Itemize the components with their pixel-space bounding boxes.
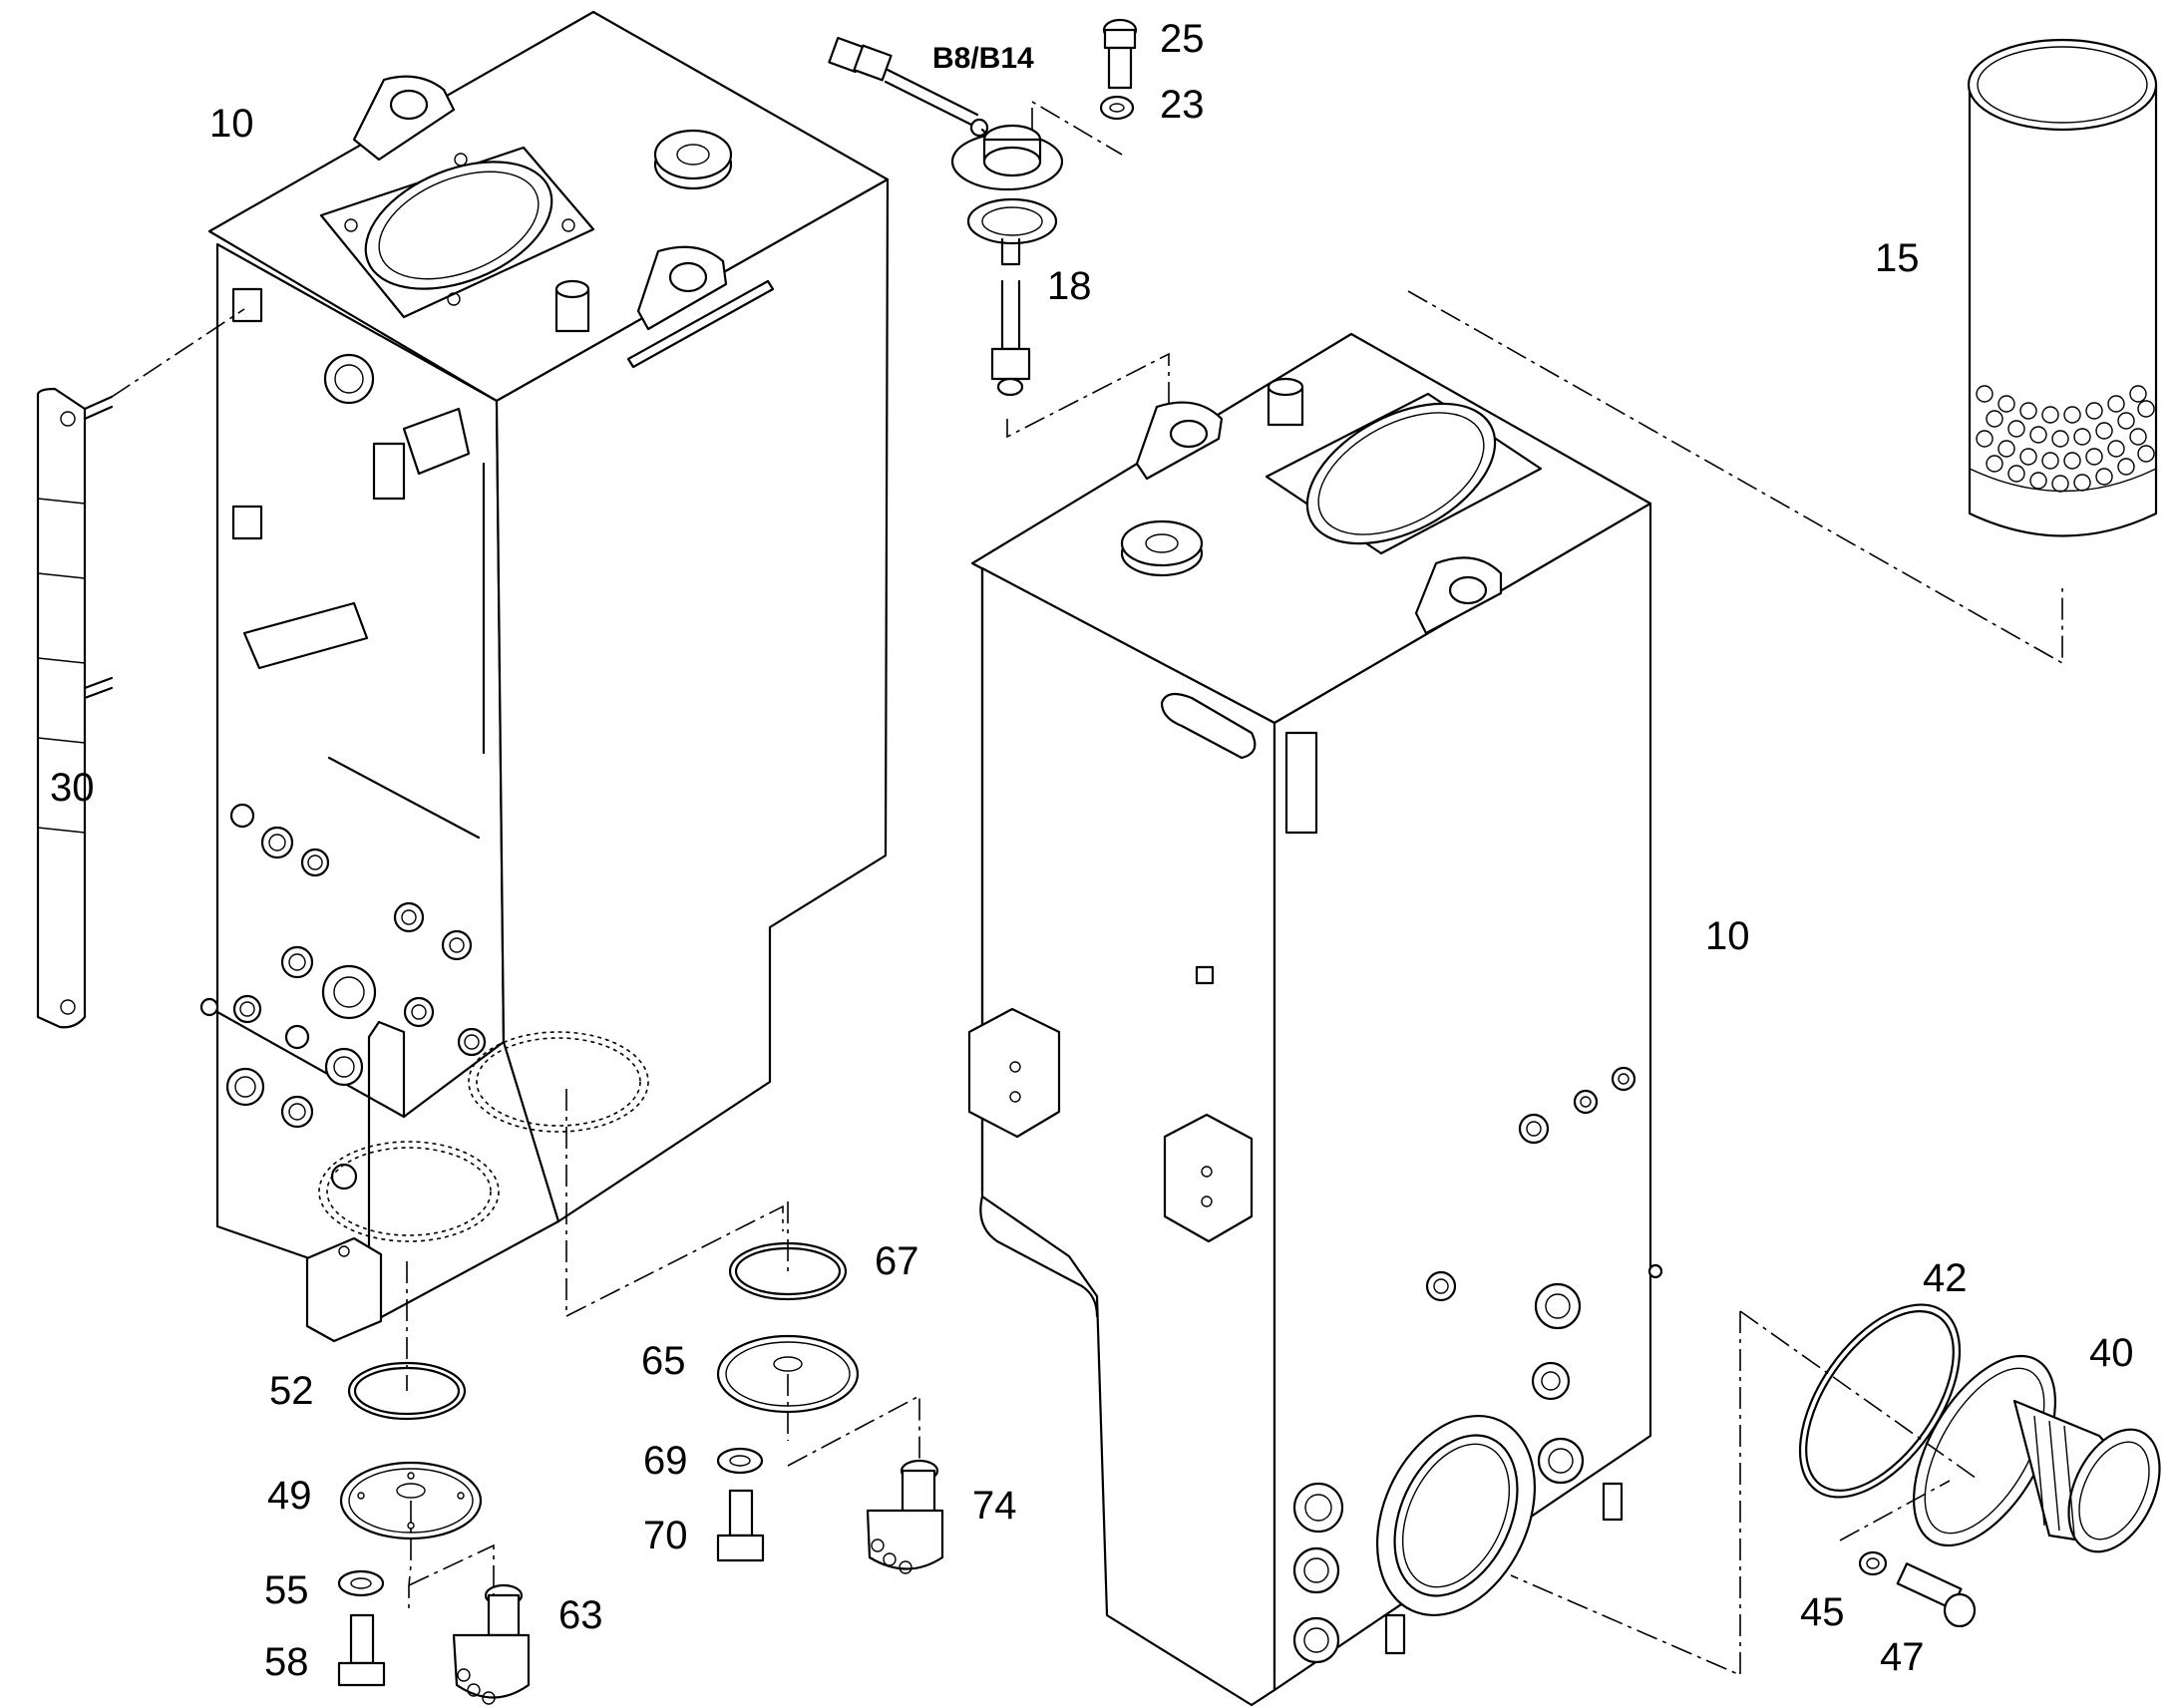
- label-sensor: B8/B14: [932, 42, 1034, 75]
- lower-left-parts: [337, 1089, 784, 1705]
- label-67: 67: [875, 1239, 919, 1283]
- part-labels: 10 10 B8/B14 25 23 18 15 30 67 65 69 70 …: [50, 17, 2134, 1684]
- label-45: 45: [1800, 1590, 1845, 1634]
- label-63: 63: [558, 1593, 603, 1637]
- label-23: 23: [1160, 83, 1205, 127]
- left-tank-fittings: [199, 803, 487, 1191]
- label-70: 70: [643, 1514, 688, 1557]
- level-sensor-assembly: [828, 18, 1170, 469]
- breather-assembly: [1510, 1303, 2161, 1677]
- strainer-part-15: [1407, 38, 2158, 665]
- label-tank-right: 10: [1705, 914, 1750, 958]
- label-tank-left: 10: [209, 102, 254, 146]
- label-55: 55: [264, 1568, 309, 1612]
- label-42: 42: [1923, 1256, 1968, 1300]
- label-58: 58: [264, 1640, 309, 1684]
- label-49: 49: [267, 1474, 312, 1518]
- label-47: 47: [1880, 1635, 1925, 1679]
- label-18: 18: [1047, 264, 1092, 308]
- lower-middle-parts: [716, 1201, 944, 1574]
- label-40: 40: [2089, 1331, 2134, 1375]
- bracket-part-30: [36, 308, 245, 1029]
- label-25: 25: [1160, 17, 1205, 61]
- label-15: 15: [1875, 236, 1920, 280]
- label-52: 52: [269, 1369, 314, 1413]
- label-65: 65: [641, 1339, 686, 1383]
- right-tank-fittings: [1292, 1066, 1663, 1664]
- left-hydraulic-tank: [199, 10, 890, 1343]
- label-30: 30: [50, 766, 95, 810]
- strainer-perforations: [1976, 385, 2155, 493]
- right-hydraulic-tank: [967, 332, 1663, 1707]
- label-69: 69: [643, 1439, 688, 1483]
- label-74: 74: [972, 1484, 1017, 1528]
